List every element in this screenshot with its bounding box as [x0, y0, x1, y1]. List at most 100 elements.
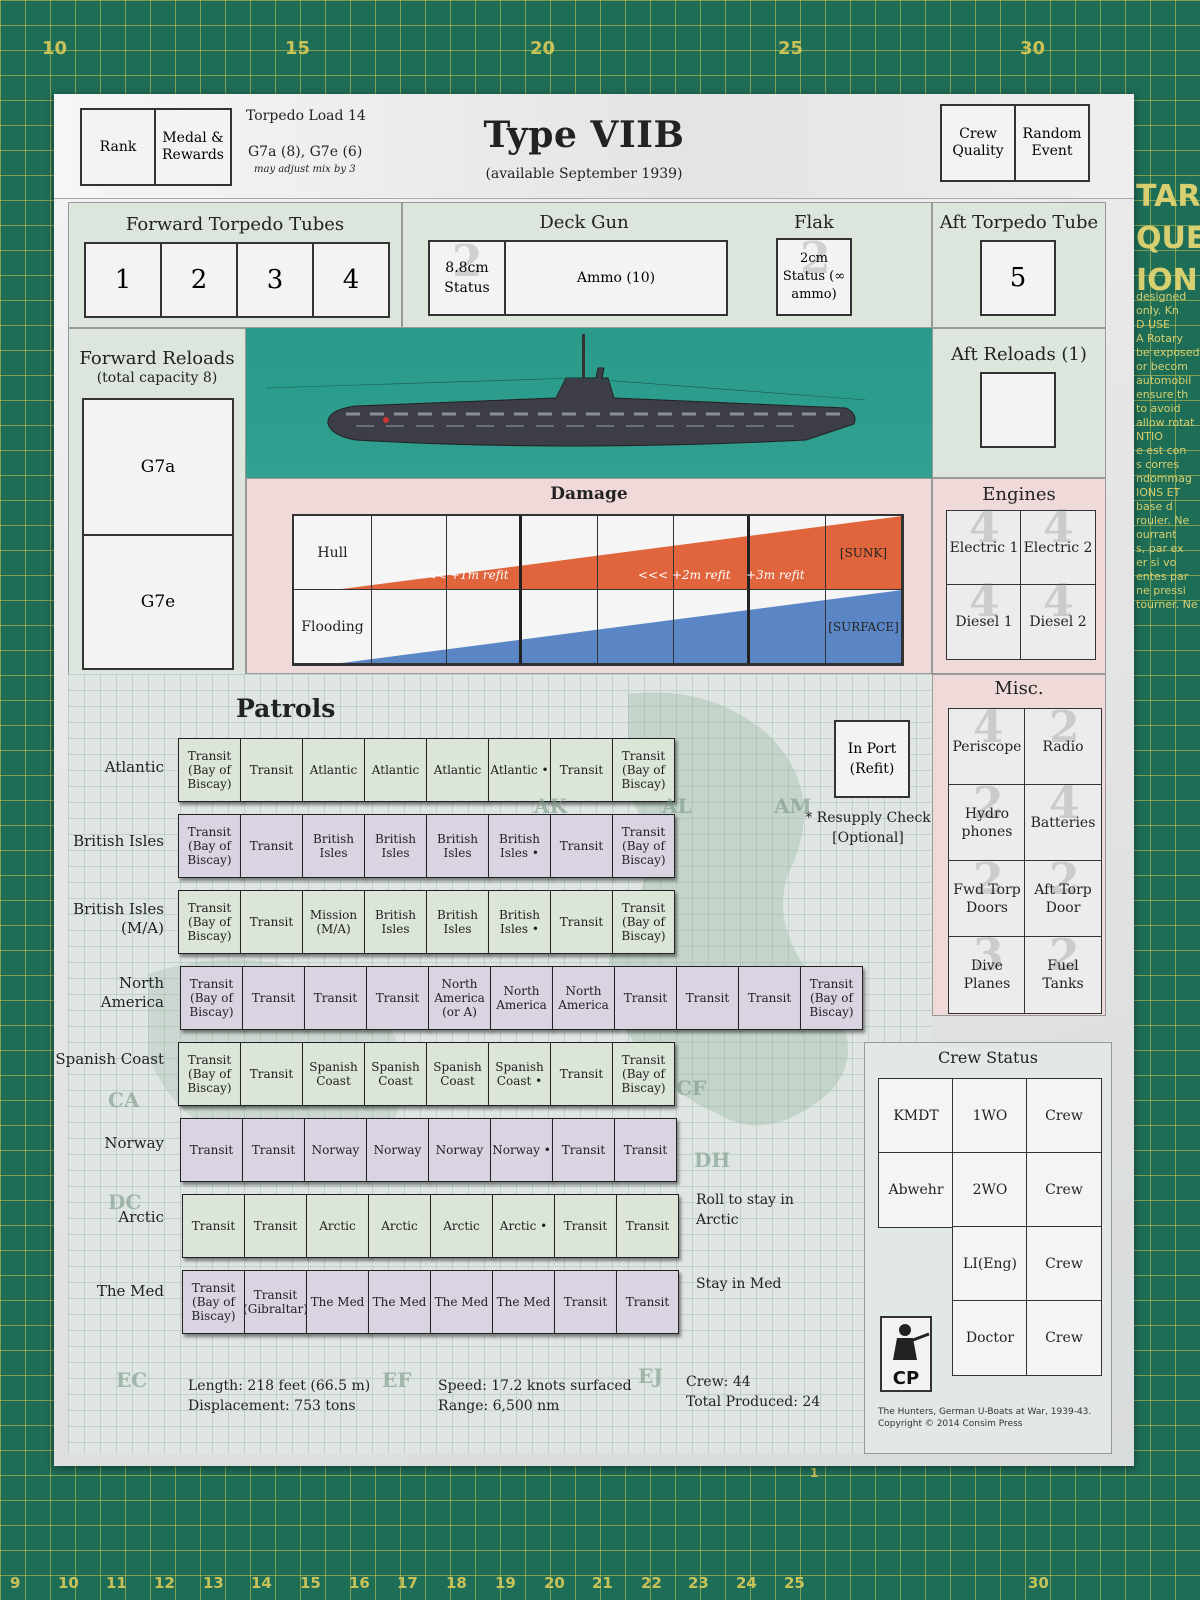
patrol-box[interactable]: Transit: [550, 738, 613, 802]
patrol-box[interactable]: North America (or A): [428, 966, 491, 1030]
crew-slot[interactable]: 2WO: [952, 1152, 1028, 1228]
patrol-box[interactable]: Mission (M/A): [302, 890, 365, 954]
patrol-box[interactable]: Norway: [366, 1118, 429, 1182]
patrol-box[interactable]: Transit: [554, 1194, 617, 1258]
damage-box[interactable]: [SURFACE]: [826, 590, 902, 664]
patrol-box[interactable]: Transit: [240, 814, 303, 878]
damage-box[interactable]: [750, 516, 826, 590]
crew-slot[interactable]: Abwehr: [878, 1152, 954, 1228]
patrol-box[interactable]: Transit (Bay of Biscay): [612, 890, 675, 954]
patrol-box[interactable]: Transit (Bay of Biscay): [612, 814, 675, 878]
damage-box[interactable]: [674, 590, 750, 664]
patrol-box[interactable]: Transit: [550, 1042, 613, 1106]
patrol-box[interactable]: Spanish Coast •: [488, 1042, 551, 1106]
patrol-box[interactable]: Transit: [616, 1270, 679, 1334]
deck-gun-status-box[interactable]: 2 8.8cm Status: [428, 240, 506, 316]
patrol-box[interactable]: Arctic: [368, 1194, 431, 1258]
forward-tube-3[interactable]: 3: [236, 242, 314, 318]
patrol-box[interactable]: Transit (Bay of Biscay): [612, 1042, 675, 1106]
patrol-box[interactable]: Transit: [738, 966, 801, 1030]
crew-slot[interactable]: LI(Eng): [952, 1226, 1028, 1302]
damage-box[interactable]: [522, 516, 598, 590]
g7a-reload-box[interactable]: G7a: [82, 398, 234, 536]
patrol-box[interactable]: Spanish Coast: [364, 1042, 427, 1106]
crew-slot[interactable]: Crew: [1026, 1152, 1102, 1228]
damage-box[interactable]: [598, 590, 674, 664]
crew-slot[interactable]: 1WO: [952, 1078, 1028, 1154]
deck-gun-ammo-box[interactable]: Ammo (10): [504, 240, 728, 316]
patrol-box[interactable]: British Isles •: [488, 890, 551, 954]
patrol-box[interactable]: Transit (Bay of Biscay): [182, 1270, 245, 1334]
damage-box[interactable]: [750, 590, 826, 664]
in-port-refit-box[interactable]: In Port (Refit): [834, 720, 910, 798]
rank-box[interactable]: Rank: [80, 108, 156, 186]
patrol-box[interactable]: Norway •: [490, 1118, 553, 1182]
patrol-box[interactable]: The Med: [492, 1270, 555, 1334]
patrol-box[interactable]: Atlantic: [302, 738, 365, 802]
patrol-box[interactable]: Transit: [240, 890, 303, 954]
random-event-box[interactable]: Random Event: [1014, 104, 1090, 182]
patrol-box[interactable]: Atlantic •: [488, 738, 551, 802]
patrol-box[interactable]: Transit: [182, 1194, 245, 1258]
patrol-box[interactable]: Transit (Gibraltar): [243, 1270, 308, 1334]
aft-reload-box[interactable]: [980, 372, 1056, 448]
forward-tube-4[interactable]: 4: [312, 242, 390, 318]
patrol-box[interactable]: Transit: [616, 1194, 679, 1258]
medal-rewards-box[interactable]: Medal & Rewards: [154, 108, 232, 186]
patrol-box[interactable]: Transit: [242, 1118, 305, 1182]
forward-tube-1[interactable]: 1: [84, 242, 162, 318]
damage-box[interactable]: [522, 590, 598, 664]
patrol-box[interactable]: Transit: [554, 1270, 617, 1334]
patrol-box[interactable]: Transit (Bay of Biscay): [612, 738, 675, 802]
patrol-box[interactable]: British Isles: [364, 814, 427, 878]
patrol-box[interactable]: British Isles: [426, 814, 489, 878]
patrol-box[interactable]: Atlantic: [364, 738, 427, 802]
crew-quality-box[interactable]: Crew Quality: [940, 104, 1016, 182]
damage-box[interactable]: [447, 516, 522, 590]
flak-status-box[interactable]: 2 2cm Status (∞ ammo): [776, 237, 852, 316]
patrol-box[interactable]: Transit: [614, 1118, 677, 1182]
patrol-box[interactable]: Arctic: [306, 1194, 369, 1258]
patrol-box[interactable]: British Isles: [426, 890, 489, 954]
patrol-box[interactable]: Transit (Bay of Biscay): [180, 966, 243, 1030]
patrol-box[interactable]: Transit (Bay of Biscay): [178, 1042, 241, 1106]
patrol-box[interactable]: Atlantic: [426, 738, 489, 802]
patrol-box[interactable]: Transit: [550, 814, 613, 878]
patrol-box[interactable]: Transit: [366, 966, 429, 1030]
patrol-box[interactable]: Transit (Bay of Biscay): [178, 814, 241, 878]
patrol-box[interactable]: Transit: [240, 1042, 303, 1106]
patrol-box[interactable]: Transit: [614, 966, 677, 1030]
patrol-box[interactable]: Transit: [550, 890, 613, 954]
patrol-box[interactable]: Transit (Bay of Biscay): [178, 890, 241, 954]
crew-slot[interactable]: Crew: [1026, 1226, 1102, 1302]
damage-box[interactable]: [372, 590, 447, 664]
patrol-box[interactable]: Norway: [428, 1118, 491, 1182]
patrol-box[interactable]: North America: [552, 966, 615, 1030]
forward-tube-2[interactable]: 2: [160, 242, 238, 318]
damage-box[interactable]: [447, 590, 522, 664]
damage-box[interactable]: [372, 516, 447, 590]
patrol-box[interactable]: The Med: [306, 1270, 369, 1334]
patrol-box[interactable]: Transit (Bay of Biscay): [800, 966, 863, 1030]
crew-slot[interactable]: Doctor: [952, 1300, 1028, 1376]
patrol-box[interactable]: Spanish Coast: [302, 1042, 365, 1106]
patrol-box[interactable]: Arctic: [430, 1194, 493, 1258]
patrol-box[interactable]: Transit: [180, 1118, 243, 1182]
patrol-box[interactable]: The Med: [368, 1270, 431, 1334]
damage-box[interactable]: [598, 516, 674, 590]
patrol-box[interactable]: Spanish Coast: [426, 1042, 489, 1106]
damage-box[interactable]: [674, 516, 750, 590]
aft-tube-5[interactable]: 5: [980, 240, 1056, 316]
g7e-reload-box[interactable]: G7e: [82, 534, 234, 670]
patrol-box[interactable]: North America: [490, 966, 553, 1030]
